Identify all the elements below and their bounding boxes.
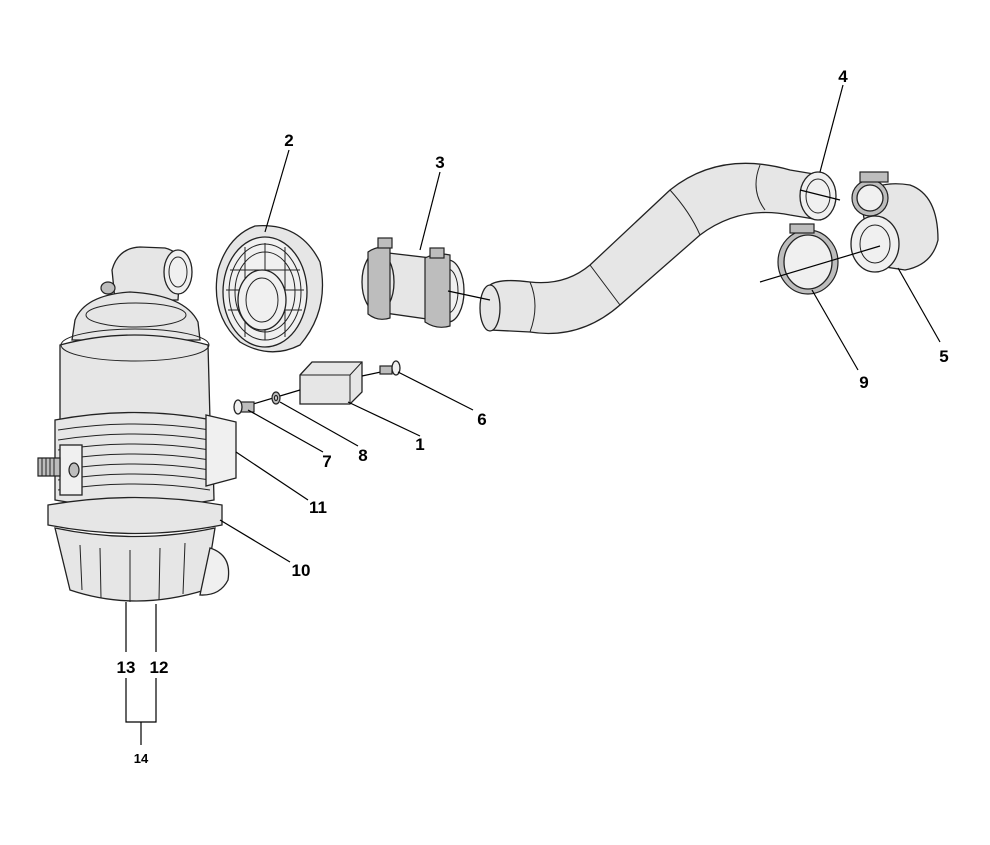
callout-14: 14 [134,751,149,766]
sensor-block [299,361,363,405]
leader-lines [125,84,941,745]
intake-pipe [479,162,837,335]
callout-13: 13 [117,658,136,677]
callout-3: 3 [435,153,444,172]
callout-2: 2 [284,131,293,150]
bolt [233,389,301,415]
air-filter-housing [37,246,237,652]
callout-7: 7 [322,452,331,471]
hose-elbow [850,171,939,273]
callout-1: 1 [415,435,424,454]
callout-8: 8 [358,446,367,465]
callout-10: 10 [292,561,311,580]
callout-9: 9 [859,373,868,392]
callout-4: 4 [838,67,848,86]
callout-labels: 1 2 3 4 5 6 7 8 9 10 11 12 13 14 [117,67,949,766]
washer [271,391,281,405]
callout-6: 6 [477,410,486,429]
callout-11: 11 [309,498,327,517]
screw [361,360,401,377]
callout-5: 5 [939,347,948,366]
hose-clamp [777,223,839,295]
callout-12: 12 [150,658,169,677]
hose-with-clamps [361,237,465,328]
pre-cleaner-screen [215,224,324,353]
